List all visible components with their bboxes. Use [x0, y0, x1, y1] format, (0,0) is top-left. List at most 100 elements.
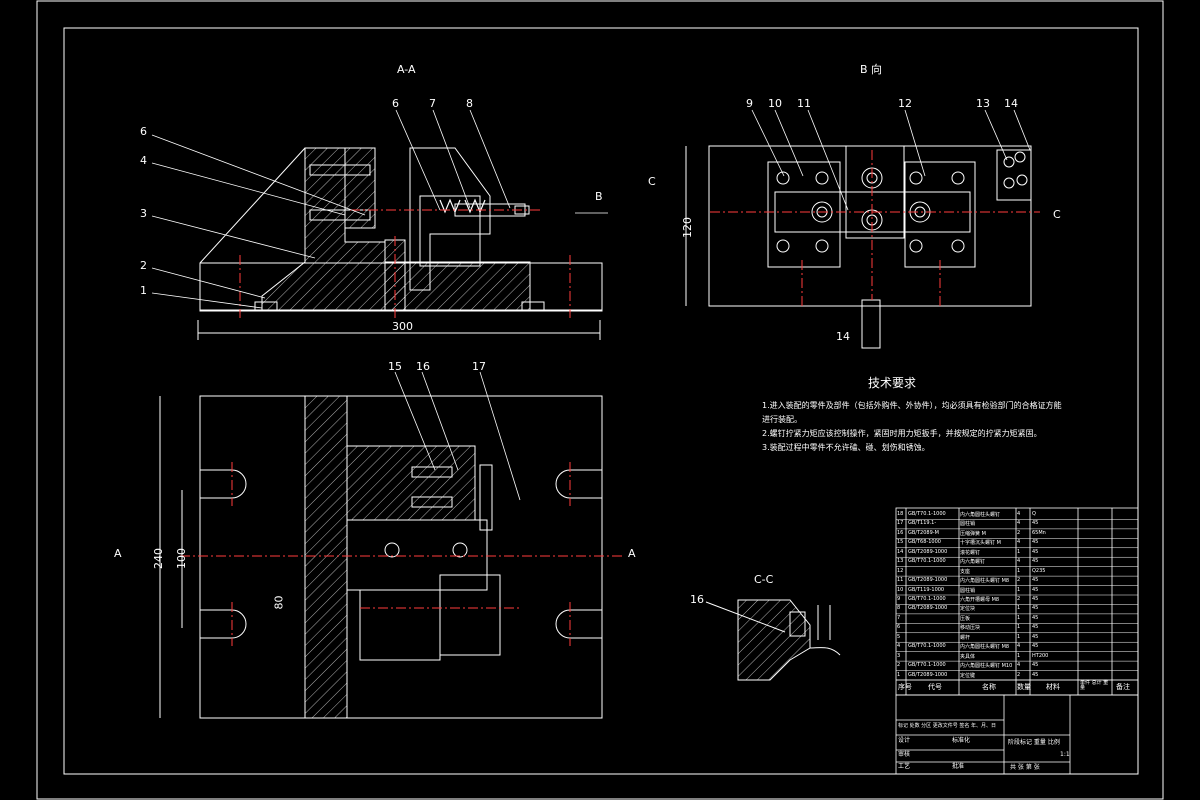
bom-cell: 2 — [1017, 577, 1021, 584]
bom-cell: 移动压块 — [960, 625, 981, 632]
inner-frame — [63, 27, 1139, 775]
bom-cell: 45 — [1032, 624, 1039, 631]
aa-leaders — [151, 109, 608, 309]
bom-cell: 2 — [1017, 529, 1021, 536]
bom-cell: 45 — [1032, 671, 1039, 678]
part-number: 9 — [746, 97, 753, 110]
bom-cell: 16 — [897, 529, 904, 536]
bom-cell: 4 — [1017, 558, 1021, 565]
part-number: 10 — [768, 97, 782, 110]
bom-cell: GB/T2089-M — [908, 529, 939, 536]
bom-cell: GB/T70.1-1000 — [908, 643, 946, 650]
bom-cell: GB/T70.1-1000 — [908, 662, 946, 669]
part-number: 8 — [466, 97, 473, 110]
bom-cell: GB/T70.1-1000 — [908, 511, 946, 517]
dimension-240: 240 — [152, 548, 165, 569]
bom-cell: 1 — [1017, 605, 1021, 612]
tech-requirement-line: 3.装配过程中零件不允许磕、碰、划伤和锈蚀。 — [762, 443, 930, 452]
tech-requirements-title: 技术要求 — [868, 376, 917, 390]
view-b-centerlines — [710, 150, 1040, 306]
tech-requirement-line: 进行装配。 — [762, 415, 802, 424]
bom-cell: 支座 — [960, 568, 971, 575]
bom-header-no: 序号 — [898, 683, 912, 691]
bom-cell: GB/T70.1-1000 — [908, 596, 946, 602]
part-number: 1 — [140, 284, 147, 297]
bom-cell: 14 — [897, 548, 904, 555]
title-block-scale: 1:1 — [1060, 751, 1070, 758]
bom-cell: HT200 — [1032, 652, 1049, 659]
part-number: 12 — [898, 97, 912, 110]
part-number: 4 — [140, 154, 147, 167]
bom-cell: 滚花螺钉 — [960, 549, 981, 556]
bom-cell: 压缩弹簧 M — [960, 530, 986, 537]
bom-cell: GB/T119.1- — [908, 520, 937, 527]
bom-cell: 圆柱销 — [960, 587, 976, 594]
view-b-title: B 向 — [860, 63, 883, 76]
section-c-mark-right: C — [1053, 208, 1061, 221]
bom-cell: GB/T2089-1000 — [908, 605, 948, 612]
bom-cell: 45 — [1032, 520, 1039, 527]
bom-cell: 15 — [897, 539, 904, 546]
title-block-standard: 标准化 — [952, 737, 971, 744]
dimension-100: 100 — [175, 548, 188, 569]
bom-cell: GB/T68-1000 — [908, 539, 941, 546]
title-block-review: 审核 — [898, 751, 911, 758]
bom-cell: 12 — [897, 567, 904, 574]
bom-cell: 7 — [897, 614, 901, 621]
bom-cell: 4 — [1017, 539, 1021, 546]
title-block-grid — [895, 694, 1139, 775]
bom-cell: 45 — [1032, 596, 1039, 602]
section-cc-view — [705, 599, 841, 681]
part-number: 6 — [140, 125, 147, 138]
bom-cell: 17 — [897, 520, 904, 527]
part-number: 16 — [416, 360, 430, 373]
bom-cell: 45 — [1032, 614, 1039, 621]
bom-cell: 1 — [1017, 624, 1021, 631]
bom-cell: 45 — [1032, 558, 1039, 565]
dimension-300: 300 — [392, 320, 413, 333]
bom-cell: 45 — [1032, 633, 1039, 640]
part-number: 11 — [797, 97, 811, 110]
section-cc-title: C-C — [754, 573, 774, 586]
bom-cell: 65Mn — [1032, 529, 1046, 536]
bom-cell: 18 — [897, 511, 904, 517]
bom-cell: 内六角螺钉 — [960, 559, 986, 566]
bom-cell: 2 — [897, 662, 901, 669]
tech-requirement-line: 1.进入装配的零件及部件（包括外购件、外协件），均必须具有检验部门的合格证方能 — [762, 401, 1062, 410]
bom-row: 16 GB/T2089-M 压缩弹簧 M 2 65Mn — [896, 529, 1138, 537]
bom-cell: 45 — [1032, 577, 1039, 584]
part-number: 14 — [1004, 97, 1018, 110]
bom-cell: 45 — [1032, 539, 1039, 546]
part-number: 16 — [690, 593, 704, 606]
bom-header-material: 材料 — [1046, 683, 1060, 691]
part-number: 17 — [472, 360, 486, 373]
tech-requirement-line: 2.螺钉拧紧力矩应该控制操作，紧固时用力矩扳手，并按规定的拧紧力矩紧固。 — [762, 429, 1042, 438]
bom-cell: 螺杆 — [960, 634, 971, 641]
title-block-approve: 批准 — [952, 763, 965, 770]
plan-leaders — [394, 371, 521, 501]
bom-cell: 4 — [1017, 643, 1021, 650]
bom-cell: 45 — [1032, 643, 1039, 650]
plan-view — [159, 395, 603, 719]
bom-cell: 4 — [1017, 511, 1021, 517]
bom-cell: 11 — [897, 577, 904, 584]
part-number: 3 — [140, 207, 147, 220]
title-block-process: 工艺 — [898, 763, 911, 770]
b-leaders — [751, 109, 1031, 211]
section-aa-view — [197, 147, 603, 340]
part-number: 2 — [140, 259, 147, 272]
bom-cell: 45 — [1032, 662, 1039, 669]
